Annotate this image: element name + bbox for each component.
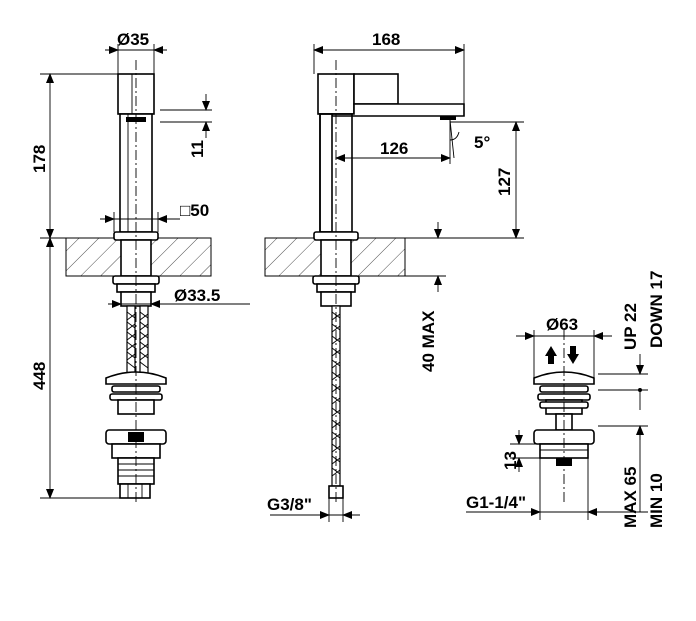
dim-waste-height: 13 — [501, 451, 520, 470]
waste-view — [533, 330, 595, 505]
dim-total-length: 168 — [372, 30, 400, 49]
dim-waste-diameter: Ø63 — [546, 315, 578, 334]
down-arrow-icon — [567, 346, 579, 364]
dim-spout-angle: 5° — [474, 133, 490, 152]
dim-waste-max: MAX 65 — [621, 467, 640, 528]
front-view — [65, 60, 212, 505]
side-view — [264, 60, 465, 505]
dim-body-height: 178 — [30, 145, 49, 173]
dim-spout-reach: 126 — [380, 139, 408, 158]
dim-shank-diameter: Ø33.5 — [174, 286, 220, 305]
up-arrow-icon — [545, 346, 557, 364]
dim-waste-min: MIN 10 — [647, 473, 666, 528]
front-hoses — [126, 305, 149, 377]
side-dimensions: 168 126 5° 127 40 MAX G3/8" — [267, 30, 524, 522]
dim-max-counter: 40 MAX — [419, 310, 438, 372]
dim-hose-thread: G3/8" — [267, 495, 312, 514]
dim-hose-length: 448 — [30, 362, 49, 390]
dim-outlet-diameter: Ø35 — [117, 30, 149, 49]
dim-spout-thickness: 11 — [188, 140, 207, 158]
front-dimensions: Ø35 178 11 □50 448 Ø33.5 — [30, 30, 250, 499]
dim-waste-down: DOWN 17 — [647, 271, 666, 348]
dim-base-square: □50 — [180, 201, 209, 220]
dim-waste-thread: G1-1/4" — [466, 493, 526, 512]
dim-spout-height: 127 — [495, 168, 514, 196]
waste-dimensions: Ø63 UP 22 DOWN 17 13 G1-1/4" MAX 65 MIN … — [466, 271, 666, 528]
dim-waste-up: UP 22 — [621, 303, 640, 350]
